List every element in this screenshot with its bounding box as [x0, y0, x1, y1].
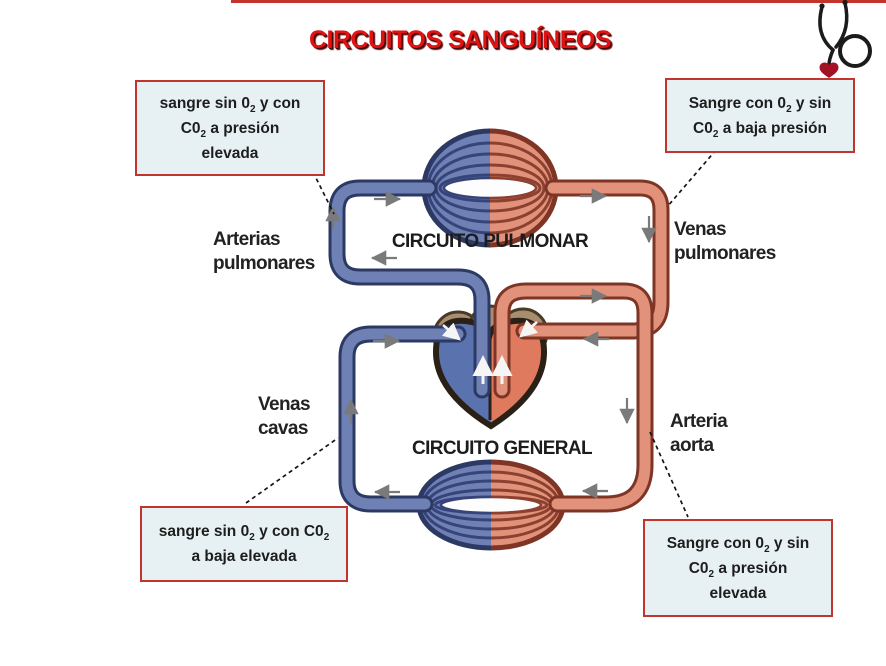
info-box-bottom-left: sangre sin 02 y con C02 a baja elevada: [140, 506, 348, 582]
connector-top-right: [666, 149, 717, 208]
connector-bottom-left: [245, 437, 339, 504]
stethoscope-earpiece: [842, 0, 848, 6]
connector-bottom-right: [649, 431, 689, 518]
stethoscope-heart: [819, 62, 839, 78]
stethoscope-stem: [827, 48, 835, 67]
pulmonary-artery-tube: [328, 179, 491, 399]
vena-cava-tube: [338, 325, 467, 513]
info-box-line: C02 a presión: [688, 559, 788, 580]
info-box-line: C02 a baja presión: [693, 119, 827, 140]
label-line: Arteria: [670, 411, 728, 432]
info-box-line: Sangre con 02 y sin: [666, 534, 810, 555]
heart-arrow-in-right: [519, 319, 539, 338]
label-line: cavas: [258, 418, 308, 439]
callout-connectors: [245, 149, 717, 518]
label-line: pulmonares: [674, 243, 776, 264]
label-venas-pulmonares: Venas pulmonares: [674, 218, 776, 266]
label-line: Venas: [258, 394, 311, 415]
flow-arrows: [325, 188, 657, 500]
label-line: aorta: [670, 435, 714, 456]
label-venas-cavas: Venas cavas: [258, 393, 311, 441]
heart-flow-arrows: [441, 319, 539, 384]
aorta-tube: [493, 282, 654, 513]
info-box-line: elevada: [709, 584, 767, 602]
stethoscope-icon: [818, 0, 872, 78]
label-circuito-pulmonar: CIRCUITO PULMONAR: [391, 231, 589, 252]
label-arteria-aorta: Arteria aorta: [670, 410, 728, 458]
page-title: CIRCUITOS SANGUÍNEOS: [308, 26, 612, 54]
label-circuito-general: CIRCUITO GENERAL: [411, 438, 593, 459]
stethoscope-earpiece: [819, 3, 825, 9]
label-line: Venas: [674, 219, 727, 240]
info-box-line: elevada: [201, 144, 259, 162]
stethoscope-tube-right: [834, 1, 849, 49]
body-capillary-bundle: [416, 459, 566, 551]
stethoscope-tube-left: [818, 5, 835, 52]
stethoscope-loop: [838, 34, 872, 68]
label-arterias-pulmonares: Arterias pulmonares: [213, 228, 315, 276]
info-box-line: Sangre con 02 y sin: [688, 94, 832, 115]
info-box-line: sangre sin 02 y con: [159, 94, 301, 115]
heart-arrow-in-left: [441, 322, 461, 341]
info-box-line: sangre sin 02 y con C02: [158, 523, 330, 544]
connector-top-left: [312, 171, 335, 215]
label-line: pulmonares: [213, 253, 315, 274]
label-line: Arterias: [213, 229, 281, 250]
lungs-capillary-bundle: [421, 128, 559, 248]
top-red-line: [231, 0, 886, 3]
info-box-line: C02 a presión: [180, 119, 280, 140]
info-box-line: a baja elevada: [191, 548, 297, 565]
